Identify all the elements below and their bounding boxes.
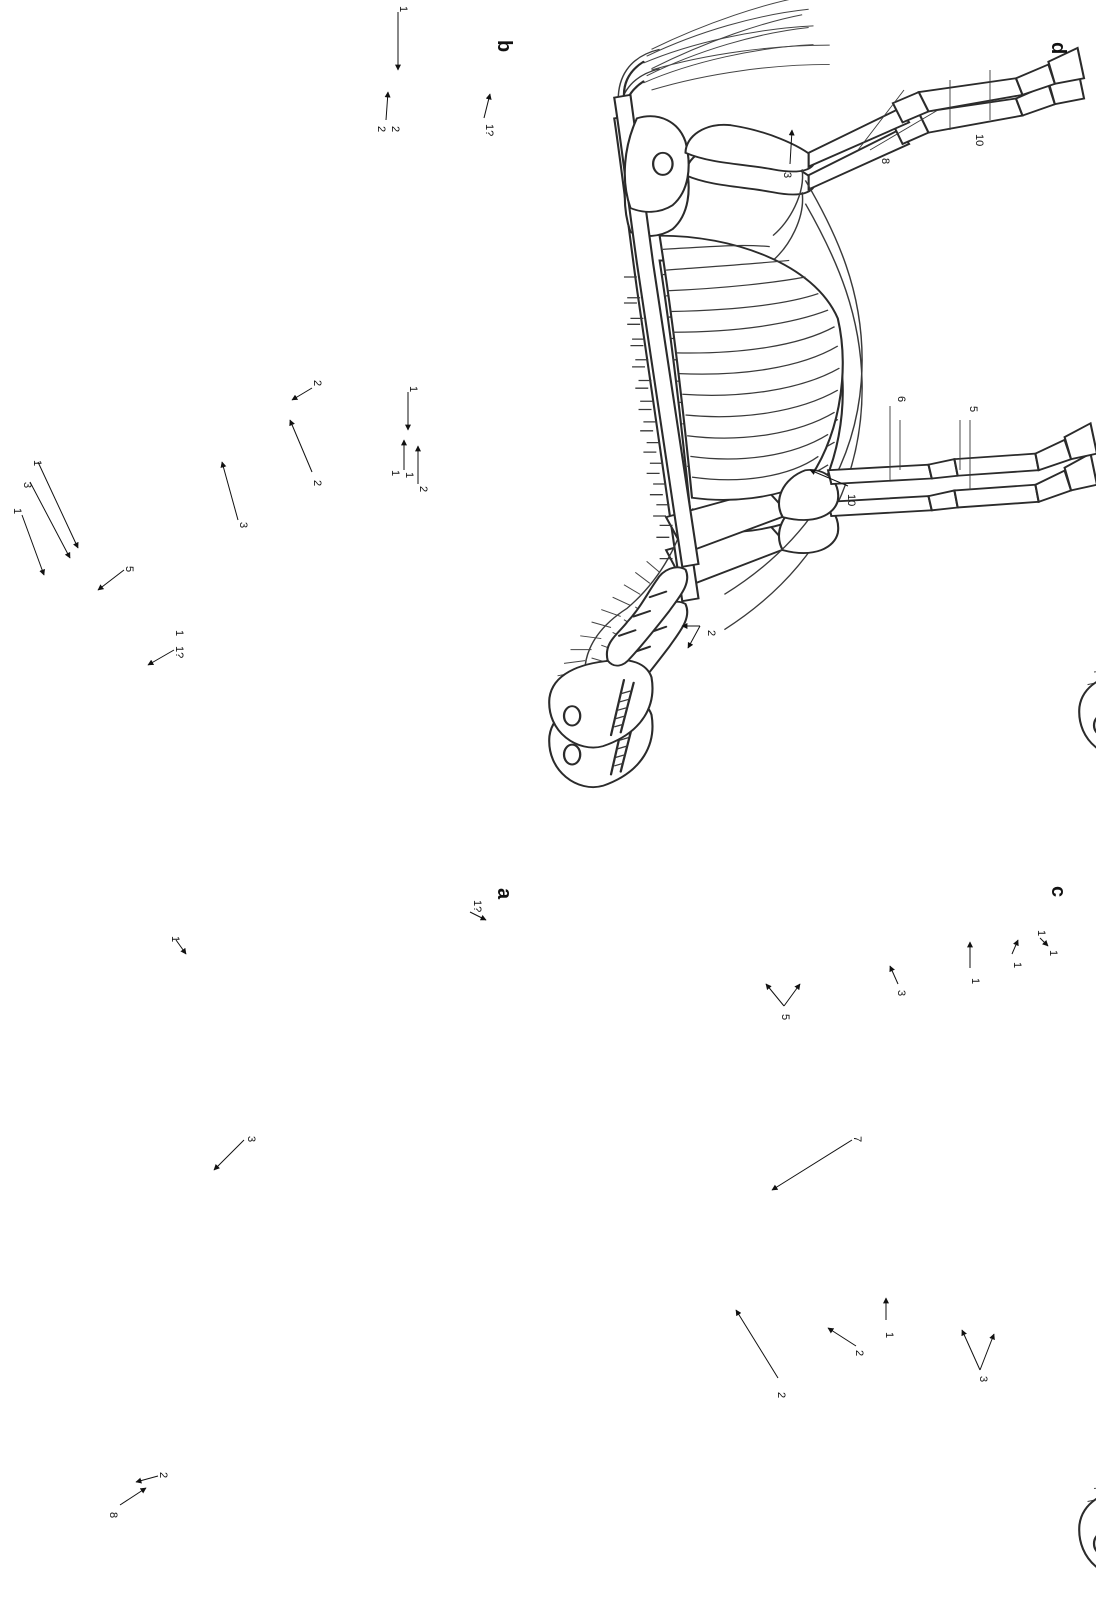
panel-b-label: 2 xyxy=(375,126,387,132)
panel-b-label: 1? xyxy=(173,646,185,658)
panel-c-label: 1 xyxy=(1047,950,1059,956)
panel-d-label: 5 xyxy=(967,406,979,412)
panel-b-label: 1 xyxy=(403,472,415,478)
panel-a-label: 3 xyxy=(245,1136,257,1142)
panel-d-horse xyxy=(1079,0,1096,757)
panel-b-label: 1? xyxy=(483,124,495,136)
panel-c-label: 5 xyxy=(779,1014,791,1020)
panel-c-label: 1 xyxy=(1035,930,1047,936)
panel-c-annotations: 2 2 1 3 7 3 5 1 1 1 1 xyxy=(736,930,1059,1398)
panel-c-label: 2 xyxy=(853,1350,865,1356)
panel-a-annotations: 8 2 3 1 1? xyxy=(107,900,486,1518)
panel-b-label: 2 xyxy=(311,380,323,386)
panel-d-label: 3 xyxy=(781,172,793,178)
panel-b-label: 1 xyxy=(397,6,409,12)
panel-b-label: 1 xyxy=(407,386,419,392)
panel-c-label: 1 xyxy=(969,978,981,984)
panel-a-letter: a xyxy=(493,888,515,900)
panel-a-label: 1? xyxy=(471,900,483,912)
panel-a-label: 2 xyxy=(157,1472,169,1478)
panel-b-label: 1 xyxy=(11,508,23,514)
panel-b-label: 2 xyxy=(417,486,429,492)
panel-c-label: 1 xyxy=(1011,962,1023,968)
panel-b-label: 1 xyxy=(173,630,185,636)
panel-c-letter: c xyxy=(1047,886,1069,897)
panel-b-label: 1 xyxy=(31,460,43,466)
panel-c-label: 7 xyxy=(851,1136,863,1142)
panel-c-horse xyxy=(1079,788,1096,1577)
panel-b-label: 2 xyxy=(311,480,323,486)
panel-b-annotations: 1 3 1 5 1? 1 3 2 2 1 1 2 1 2 2 1? 1 xyxy=(11,6,495,665)
panel-a-label: 8 xyxy=(107,1512,119,1518)
panel-c-label: 3 xyxy=(977,1376,989,1382)
panel-b-letter: b xyxy=(493,40,515,52)
panel-b-label: 3 xyxy=(21,482,33,488)
panel-b-label: 5 xyxy=(123,566,135,572)
panel-d-label: 10 xyxy=(845,494,857,506)
panel-d-label: 10 xyxy=(973,134,985,146)
panel-c-label: 3 xyxy=(895,990,907,996)
panel-d-label: 2 xyxy=(705,630,717,636)
panel-d-label: 6 xyxy=(895,396,907,402)
panel-a-label: 1 xyxy=(169,936,181,942)
panel-b-label: 2 xyxy=(389,126,401,132)
panel-d-label: 8 xyxy=(879,158,891,164)
panel-b-label: 1 xyxy=(389,470,401,476)
panel-c-label: 1 xyxy=(883,1332,895,1338)
panel-c-label: 2 xyxy=(775,1392,787,1398)
panel-b-label: 3 xyxy=(237,522,249,528)
panel-d-letter: d xyxy=(1047,42,1069,54)
